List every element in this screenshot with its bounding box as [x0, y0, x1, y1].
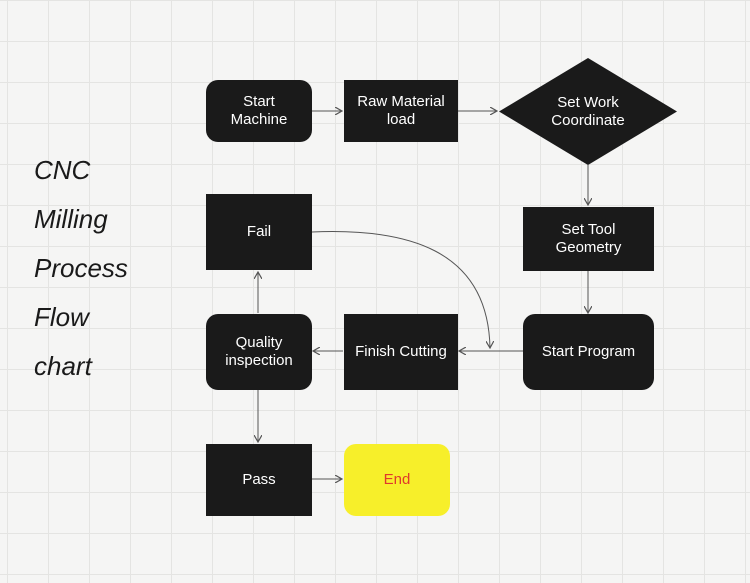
node-finish-cutting[interactable]: Finish Cutting	[344, 314, 458, 390]
node-set-tool-geometry[interactable]: Set Tool Geometry	[523, 207, 654, 271]
node-finish-cutting-label: Finish Cutting	[355, 343, 447, 360]
arrow-fail-to-finish-loop	[311, 231, 490, 348]
node-end[interactable]: End	[344, 444, 450, 516]
title-line-cnc: CNC	[34, 155, 91, 185]
node-set-work-coordinate-label: Set Work Coordinate	[551, 93, 625, 129]
node-pass[interactable]: Pass	[206, 444, 312, 516]
title-line-milling: Milling	[34, 204, 108, 234]
decision-diamond-shape	[499, 58, 677, 165]
node-start-machine[interactable]: Start Machine	[206, 80, 312, 142]
node-pass-label: Pass	[242, 471, 276, 488]
title-line-flow: Flow	[34, 302, 89, 332]
node-fail[interactable]: Fail	[206, 194, 312, 270]
node-set-work-coordinate[interactable]: Set Work Coordinate	[499, 58, 677, 165]
node-set-tool-geometry-label: Set Tool Geometry	[555, 221, 622, 256]
node-start-program[interactable]: Start Program	[523, 314, 654, 390]
title-line-process: Process	[34, 253, 128, 283]
title-line-chart: chart	[34, 351, 92, 381]
node-end-label: End	[383, 471, 411, 488]
node-quality-inspection[interactable]: Quality inspection	[206, 314, 312, 390]
node-quality-inspection-label: Quality inspection	[225, 334, 293, 369]
node-fail-label: Fail	[246, 223, 272, 240]
node-start-program-label: Start Program	[541, 343, 636, 360]
node-start-machine-label: Start Machine	[230, 93, 288, 128]
node-raw-material-load-label: Raw Material load	[357, 93, 445, 128]
node-raw-material-load[interactable]: Raw Material load	[344, 80, 458, 142]
